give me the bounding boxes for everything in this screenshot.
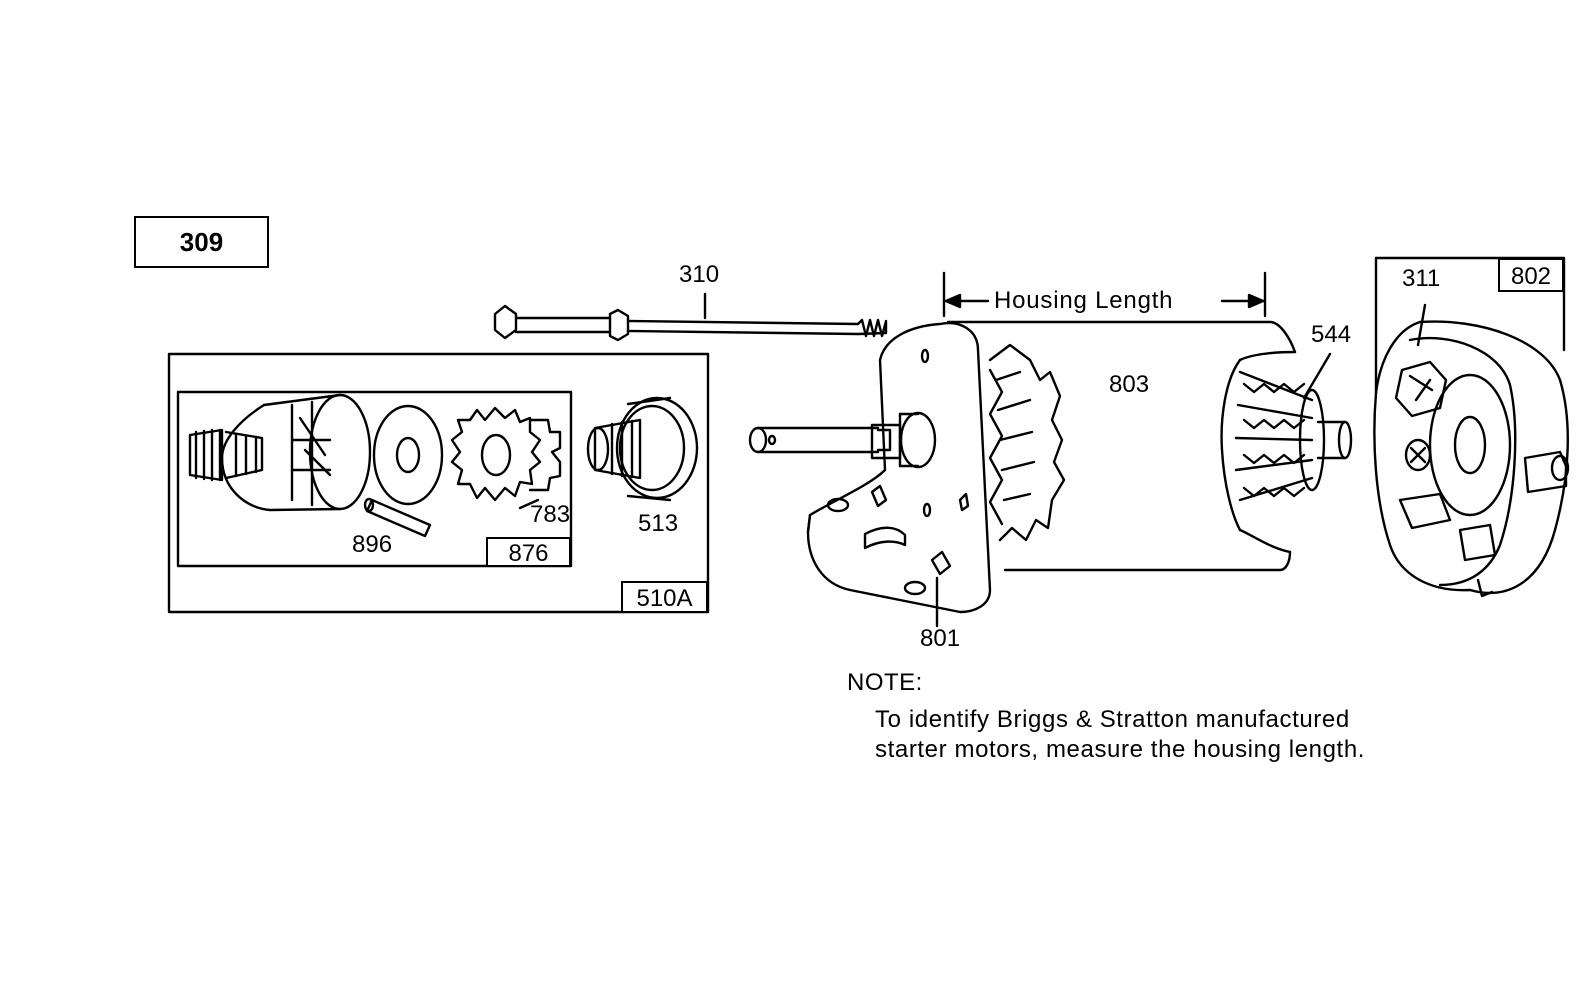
pinion-gear-783	[450, 406, 562, 502]
kit-box-876	[176, 390, 573, 568]
washer	[372, 404, 444, 506]
kit-label-876: 876	[486, 537, 571, 567]
roll-pin-896	[363, 497, 432, 538]
part-label-803: 803	[1109, 371, 1150, 398]
motor-housing-803	[946, 320, 1297, 572]
kit-box-510a	[167, 352, 710, 614]
part-label-783: 783	[530, 501, 571, 528]
note-heading: NOTE:	[847, 669, 923, 696]
housing-length-dimension	[942, 271, 1267, 318]
note-line-2: starter motors, measure the housing leng…	[875, 736, 1366, 763]
part-label-311: 311	[1402, 265, 1441, 292]
field-commutator-fins	[988, 343, 1066, 542]
housing-length-label: Housing Length	[994, 287, 1174, 314]
leader-783	[518, 498, 540, 510]
through-bolt-310	[493, 292, 888, 342]
part-label-513: 513	[638, 510, 679, 537]
drive-housing	[188, 393, 372, 512]
part-label-896: 896	[352, 531, 393, 558]
kit-box-802	[1374, 256, 1566, 395]
kit-label-802: 802	[1498, 258, 1564, 292]
part-label-310: 310	[679, 261, 720, 288]
note-line-1: To identify Briggs & Stratton manufactur…	[875, 706, 1350, 733]
armature-544	[1220, 352, 1353, 532]
end-head-802	[1373, 303, 1570, 598]
drive-end-cap-801	[748, 321, 992, 628]
kit-label-510a: 510A	[621, 581, 708, 613]
pinion-assembly-513	[586, 396, 699, 502]
part-label-801: 801	[920, 625, 961, 652]
figure-number-box: 309	[134, 216, 269, 268]
part-label-544: 544	[1311, 321, 1352, 348]
